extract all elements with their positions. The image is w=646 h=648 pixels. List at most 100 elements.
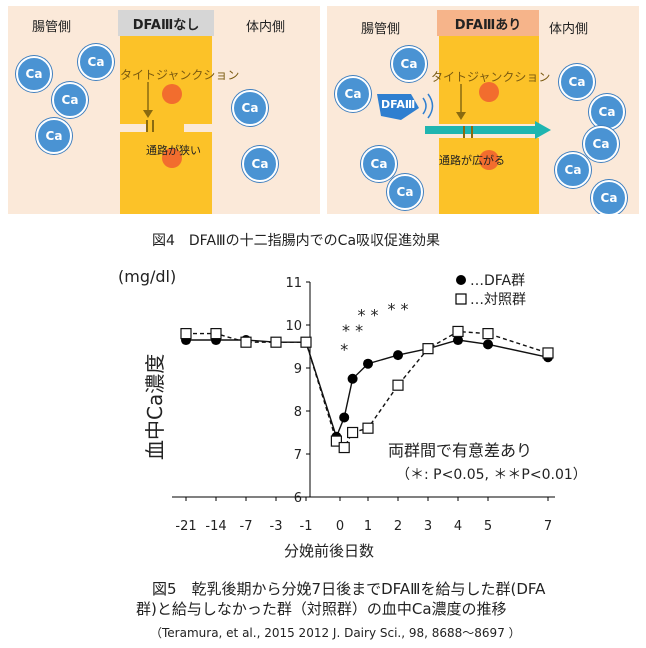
significance-mark: * * — [342, 321, 363, 340]
dfa-data-point — [347, 373, 358, 384]
control-data-point — [210, 328, 222, 340]
ticks: 6 7 8 9 10 11 -21 -14 -7 -3 -1 0 1 2 3 4 5 7 — [175, 276, 552, 534]
control-data-point — [330, 435, 342, 447]
control-data-point — [180, 328, 192, 340]
x-tick-label: -21 — [175, 519, 196, 534]
passage-narrow-label: 通路が狭い — [146, 144, 201, 157]
significance-note: 両群間で有意差あり — [388, 441, 532, 460]
dfa-data-point — [339, 412, 350, 423]
control-data-point — [338, 441, 350, 454]
axes — [172, 282, 555, 498]
x-tick-label: -7 — [240, 519, 253, 534]
tight-junction-label: タイトジャンクション — [431, 70, 551, 84]
absorption-arrow — [425, 121, 551, 139]
ca-ion: Ca — [78, 44, 114, 80]
x-tick-label: 1 — [364, 519, 372, 534]
tight-junction-narrow — [146, 120, 154, 132]
ca-ion: Ca — [559, 64, 595, 100]
body-side-label: 体内側 — [549, 22, 589, 37]
ca-ion: Ca — [335, 76, 371, 112]
header-without-dfa: DFAⅢなし — [118, 10, 214, 36]
unit-label: (mg/dl) — [118, 267, 176, 286]
x-tick-label: -14 — [205, 519, 226, 534]
passage-wide-label: 通路が広がる — [439, 154, 505, 167]
cell-gap-left — [120, 124, 148, 132]
significance-marks: ** ** ** * — [340, 299, 408, 359]
pvalue-note: （＊: P<0.05, ＊＊P<0.01） — [396, 467, 587, 483]
x-tick-label: 2 — [394, 519, 402, 534]
significance-mark: * — [340, 340, 348, 359]
tight-junction-wide — [463, 126, 473, 138]
x-tick-label: 0 — [336, 519, 344, 534]
dfa-series-line — [186, 339, 549, 439]
dfa-data-point — [393, 350, 403, 361]
control-data-point — [422, 343, 434, 355]
tight-junction-arrow — [456, 84, 466, 120]
x-tick-label: -1 — [300, 519, 313, 534]
dfa-data-point — [453, 335, 463, 346]
ca-ion: Ca — [242, 146, 278, 182]
series-markers — [180, 325, 554, 454]
tight-junction-arrow — [143, 82, 153, 118]
significance-mark: * * — [357, 306, 378, 325]
legend-control-marker — [455, 293, 467, 305]
figure4-caption: 図4 DFAⅢの十二指腸内でのCa吸収促進効果 — [152, 233, 441, 249]
x-tick-label: 3 — [424, 519, 432, 534]
ca-ion: Ca — [52, 82, 88, 118]
y-tick-label: 7 — [294, 448, 302, 463]
x-tick-label: 5 — [484, 519, 492, 534]
nucleus-lower — [479, 150, 499, 170]
x-tick-label: 4 — [454, 519, 462, 534]
reference: （Teramura, et al., 2015 2012 J. Dairy Sc… — [150, 626, 521, 640]
nucleus-upper — [479, 82, 499, 102]
ca-ion: Ca — [232, 90, 268, 126]
control-data-point — [270, 336, 282, 348]
ca-ion: Ca — [387, 174, 423, 210]
x-axis-label: 分娩前後日数 — [284, 542, 374, 560]
gut-side-label: 腸管側 — [361, 22, 401, 37]
legend-control-label: …対照群 — [470, 292, 526, 308]
y-axis-label: 血中Ca濃度 — [143, 354, 167, 460]
y-tick-label: 10 — [285, 319, 302, 334]
control-data-point — [362, 422, 374, 434]
ca-ion: Ca — [16, 56, 52, 92]
tight-junction-label: タイトジャンクション — [120, 68, 240, 82]
figure5-caption-line2: 群)と給与しなかった群（対照群）の血中Ca濃度の推移 — [136, 600, 507, 618]
x-tick-label: 7 — [544, 519, 552, 534]
ca-ion: Ca — [583, 126, 619, 162]
ca-ion: Ca — [589, 94, 625, 130]
cell-gap-right — [184, 124, 212, 132]
y-tick-label: 9 — [294, 362, 302, 377]
control-data-point — [240, 336, 252, 348]
significance-mark: * * — [387, 299, 408, 318]
ca-ion: Ca — [36, 118, 72, 154]
control-data-point — [392, 379, 404, 391]
y-tick-label: 6 — [294, 491, 302, 506]
x-tick-label: -3 — [270, 519, 283, 534]
control-data-point — [482, 328, 494, 340]
ca-ion: Ca — [361, 146, 397, 182]
body-side-label: 体内側 — [246, 20, 286, 35]
gut-side-label: 腸管側 — [32, 20, 72, 35]
dfa-data-point — [483, 339, 493, 350]
panel-with-dfa: DFAⅢあり 腸管側 体内側 タイトジャンクション 通路が広がる DFAⅢ Ca… — [327, 6, 639, 214]
legend-dfa-marker — [456, 275, 466, 285]
ca-ion: Ca — [391, 46, 427, 82]
control-data-point — [347, 426, 359, 439]
ca-ion: Ca — [591, 180, 627, 214]
dfa-data-point — [363, 358, 373, 369]
control-data-point — [542, 347, 554, 359]
nucleus-upper — [162, 84, 182, 104]
nucleus-lower — [162, 148, 182, 168]
header-with-dfa: DFAⅢあり — [437, 10, 539, 36]
control-data-point — [452, 325, 464, 338]
dfa-agent-label: DFAⅢ — [381, 98, 416, 111]
legend-dfa-label: …DFA群 — [470, 273, 525, 289]
control-data-point — [300, 336, 312, 348]
y-tick-label: 8 — [294, 405, 302, 420]
dfa-agent-icon — [377, 93, 434, 120]
y-tick-label: 11 — [285, 276, 302, 291]
panel-without-dfa: DFAⅢなし 腸管側 体内側 タイトジャンクション 通路が狭い Ca Ca Ca… — [8, 6, 320, 214]
ca-ion: Ca — [555, 152, 591, 188]
